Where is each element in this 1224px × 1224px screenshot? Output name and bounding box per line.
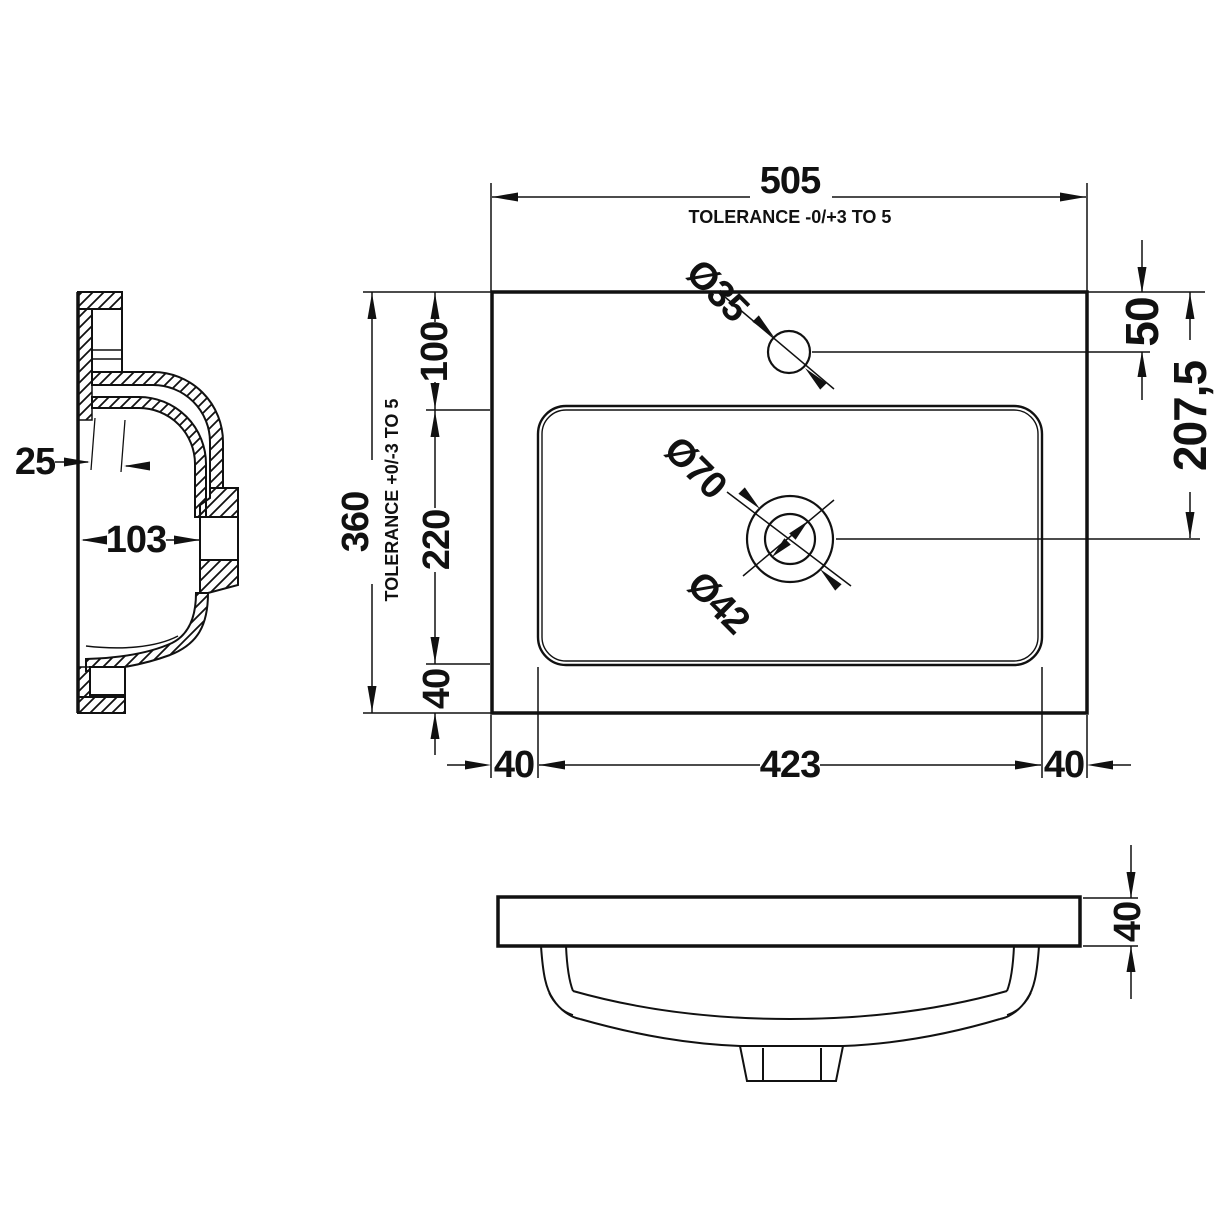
dim-50-label: 50 <box>1116 297 1168 347</box>
tolerance-top-label: TOLERANCE -0/+3 TO 5 <box>688 207 892 227</box>
dim-360-label: 360 <box>335 491 377 553</box>
side-section-view <box>55 291 239 714</box>
plan-view <box>363 183 1205 778</box>
dim-40-front-label: 40 <box>1107 901 1149 943</box>
front-view <box>496 845 1138 1082</box>
dim-207-5-label: 207,5 <box>1164 360 1216 472</box>
dim-40-bottom-left-label: 40 <box>493 744 535 786</box>
dim-505-label: 505 <box>759 160 821 202</box>
dim-100-label: 100 <box>414 321 456 383</box>
tolerance-left-label: TOLERANCE +0/-3 TO 5 <box>382 398 402 602</box>
dim-103-label: 103 <box>105 519 167 561</box>
dim-40-left-label: 40 <box>416 668 458 710</box>
dim-220-label: 220 <box>416 509 458 571</box>
dim-25-label: 25 <box>14 441 56 483</box>
dim-423-label: 423 <box>759 744 821 786</box>
dim-40-bottom-right-label: 40 <box>1043 744 1085 786</box>
